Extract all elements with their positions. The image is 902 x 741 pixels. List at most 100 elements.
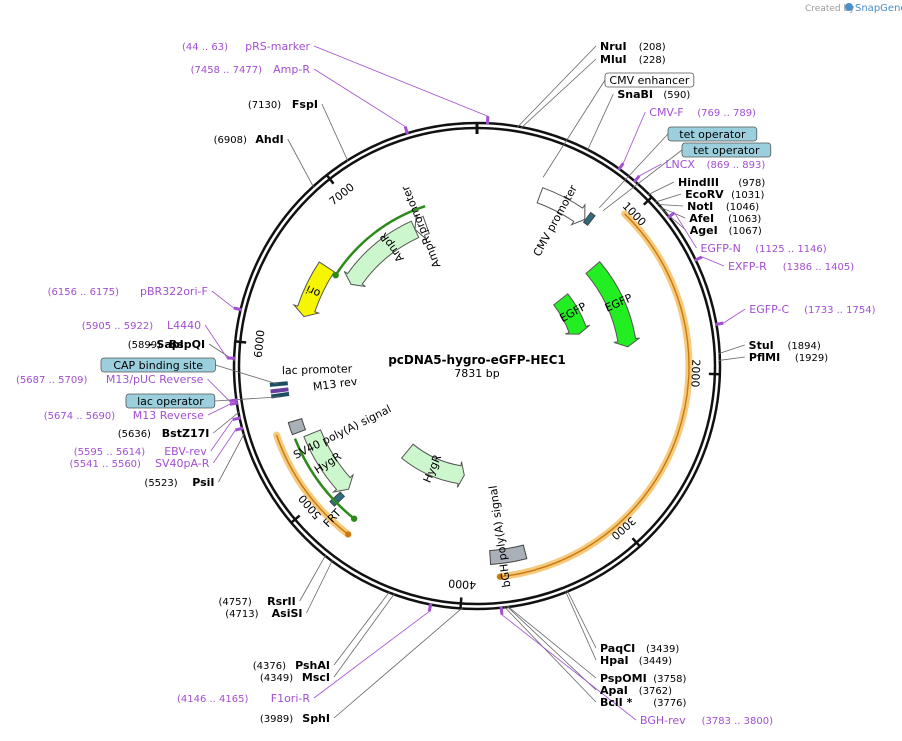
primer-leader	[701, 256, 725, 267]
primer-leader	[674, 212, 697, 249]
site-name: MscI	[302, 671, 330, 684]
feature-arrow	[343, 220, 420, 287]
site-name: PaqCI	[600, 642, 635, 655]
primer-leader	[723, 308, 746, 324]
site-leader	[333, 591, 390, 666]
primer-position: (1733 .. 1754)	[804, 305, 876, 316]
site-leader	[718, 356, 745, 361]
site-leader	[333, 593, 395, 678]
feature-label-box	[681, 142, 772, 158]
credit-prefix: Created by	[805, 4, 855, 14]
feature-leader	[542, 79, 606, 178]
feature-label-box-text: CMV enhancer	[609, 74, 689, 87]
primer-name: EBV-rev	[164, 445, 207, 458]
primer-leader	[210, 419, 234, 452]
site-name: SnaBI	[617, 88, 653, 101]
primer-name: M13/pUC Reverse	[106, 373, 204, 386]
primer-mark	[667, 211, 676, 219]
primer-name: L4440	[167, 319, 201, 332]
orf-highlight-line	[499, 213, 690, 578]
primer-position: (5541 .. 5560)	[70, 459, 142, 470]
feature-label: lac promoter	[282, 362, 353, 377]
tick-label: 4000	[448, 577, 477, 592]
primer-name: pRS-marker	[245, 40, 310, 53]
primer-position: (7458 .. 7477)	[191, 65, 263, 76]
site-position: (1067)	[729, 226, 762, 237]
site-name: EcoRV	[685, 188, 724, 201]
site-leader	[516, 45, 597, 128]
site-position: (3776)	[653, 698, 686, 709]
site-position: (590)	[663, 90, 690, 101]
site-position: (3762)	[639, 686, 672, 697]
primer-name: M13 Reverse	[133, 409, 204, 422]
primer-mark	[499, 606, 504, 615]
feature-leader	[214, 396, 280, 402]
primer-position: (1386 .. 1405)	[783, 262, 855, 273]
primer-leader	[211, 290, 235, 309]
tick-mark	[631, 537, 641, 548]
feature-label-box	[604, 72, 695, 88]
feature-layer	[269, 187, 640, 566]
site-leader	[647, 181, 675, 196]
site-name: NruI	[600, 40, 627, 53]
site-name: MluI	[600, 53, 627, 66]
primer-position: (869 .. 893)	[707, 160, 766, 171]
primer-name: CMV-F	[649, 106, 683, 119]
orf-arrow-tip-icon	[350, 515, 358, 522]
tick-mark	[642, 196, 653, 206]
site-name: BclI *	[600, 696, 633, 709]
primer-name: pBR322ori-F	[140, 285, 208, 298]
orf-highlight-layer	[273, 210, 693, 581]
orf-arrow-tip-icon	[332, 271, 339, 279]
site-name: BspQI	[169, 338, 205, 351]
primer-mark	[233, 306, 242, 312]
primer-mark	[229, 401, 239, 406]
regulatory-mark	[270, 387, 289, 394]
primer-mark	[229, 398, 238, 403]
site-name: AfeI	[689, 212, 714, 225]
feature-label: bGH poly(A) signal	[487, 485, 514, 589]
site-leader	[659, 206, 686, 219]
site-position: (1046)	[726, 202, 759, 213]
feature-arrow	[585, 261, 640, 348]
orf-arrow-head-icon	[497, 573, 504, 580]
primer-name: EGFP-C	[749, 303, 789, 316]
primer-name: SV40pA-R	[155, 457, 210, 470]
site-position: (5523)	[144, 478, 177, 489]
site-position: (5636)	[118, 429, 151, 440]
site-position: (1929)	[795, 353, 828, 364]
feature-label: SV40 poly(A) signal	[291, 402, 393, 461]
snapgene-logo-icon	[845, 3, 853, 11]
feature-label-box	[125, 393, 216, 409]
primer-name: LNCX	[665, 158, 695, 171]
site-name: PspOMI	[600, 672, 647, 685]
primer-leader	[213, 429, 236, 464]
site-name: PflMI	[749, 351, 780, 364]
site-leader	[287, 138, 315, 188]
site-position: (5899)	[128, 340, 161, 351]
site-name: PshAI	[295, 659, 330, 672]
site-leader	[299, 554, 327, 602]
site-leader	[659, 207, 687, 231]
primer-position: (1125 .. 1146)	[755, 244, 827, 255]
feature-label-box-text: CAP binding site	[113, 359, 203, 372]
site-position: (4376)	[253, 661, 286, 672]
primer-position: (5674 .. 5690)	[44, 411, 116, 422]
site-leader	[565, 591, 597, 661]
feature-label: ori	[304, 282, 322, 300]
site-position: (228)	[639, 55, 666, 66]
site-name: HpaI	[600, 654, 629, 667]
site-position: (1031)	[731, 190, 764, 201]
primer-leader	[639, 163, 662, 177]
orf-arrow-layer	[293, 205, 426, 522]
site-position: (6908)	[214, 135, 247, 146]
site-name: HindIII	[678, 176, 719, 189]
tick-mark	[325, 174, 335, 185]
site-leader	[503, 606, 597, 703]
regulatory-mark	[269, 381, 288, 387]
tick-mark	[290, 514, 301, 524]
feature-leader	[215, 364, 278, 385]
feature-box	[489, 544, 528, 566]
feature-arrow	[414, 214, 430, 240]
site-name-sapi: - SapI	[148, 338, 184, 351]
